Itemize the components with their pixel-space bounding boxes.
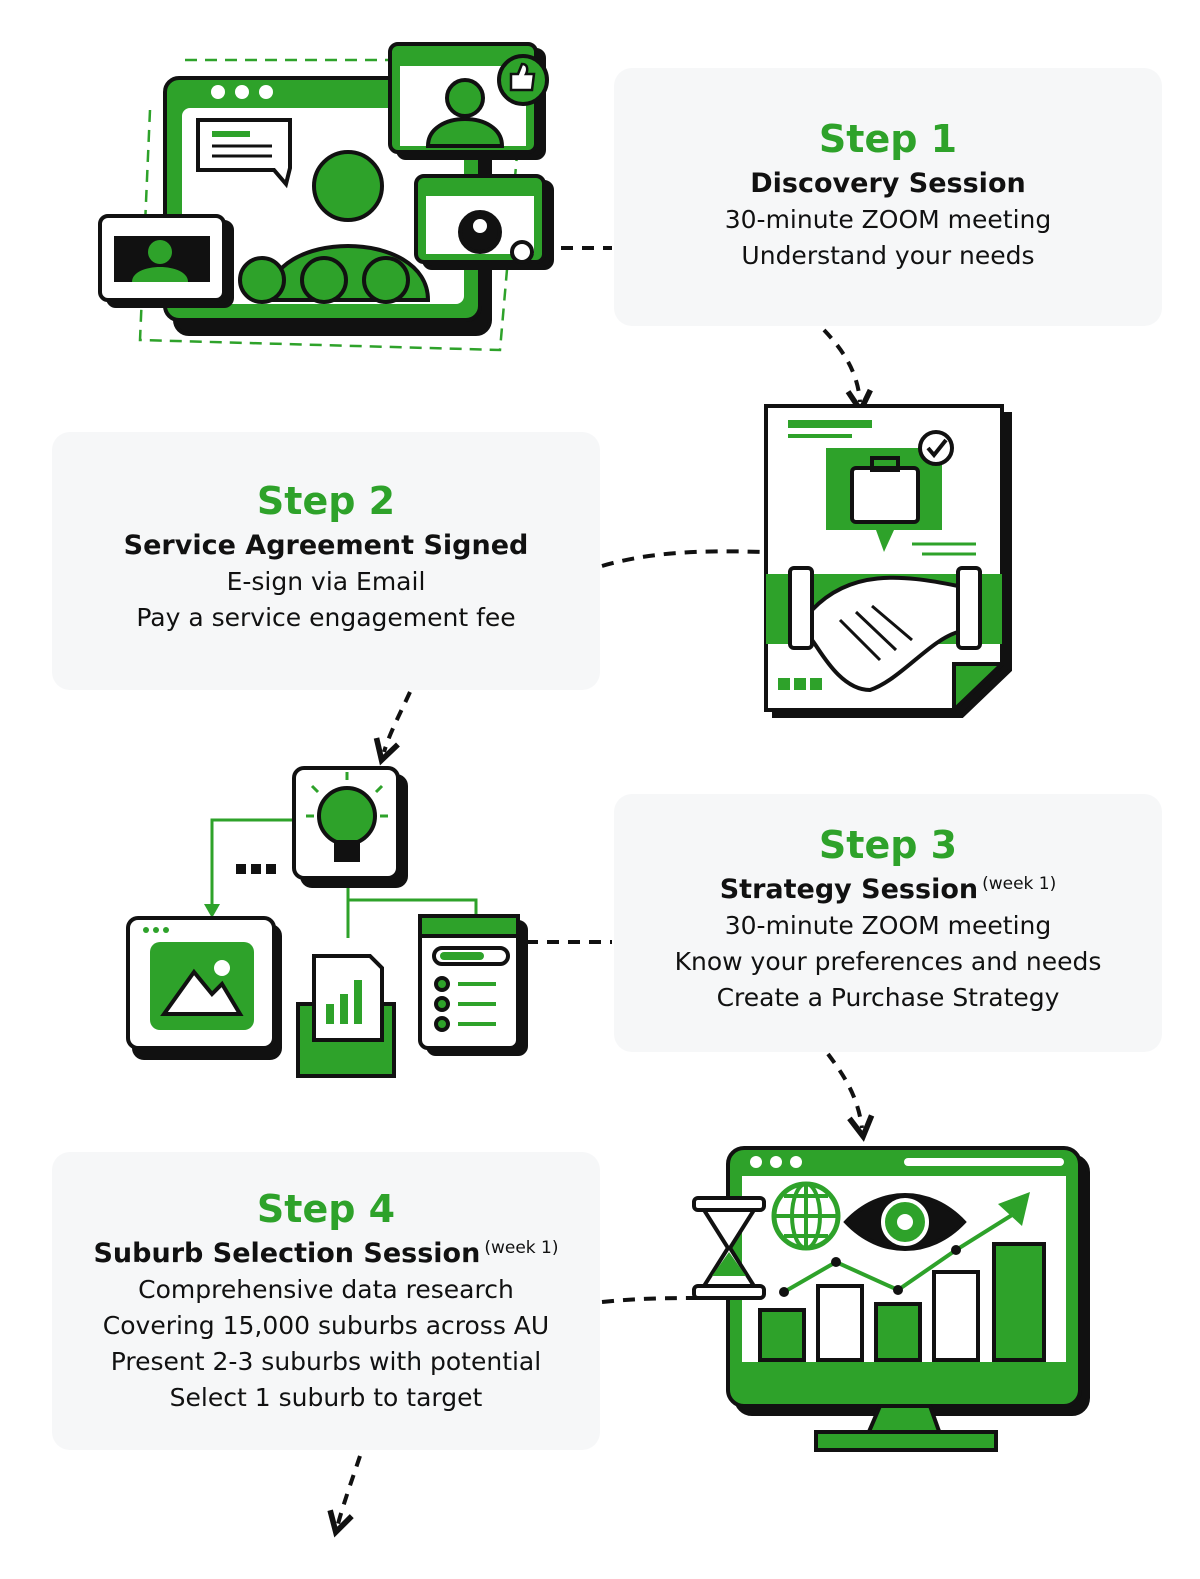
step-4-card: Step 4 Suburb Selection Session(week 1) …: [52, 1152, 600, 1450]
arrow-step2-to-step3: [384, 691, 412, 752]
step-timing-note: (week 1): [982, 874, 1057, 894]
step-timing-note: (week 1): [484, 1238, 559, 1258]
step-subtitle: Strategy Session(week 1): [614, 872, 1162, 908]
step-subtitle-text: Service Agreement Signed: [123, 530, 529, 561]
step-1-card: Step 1 Discovery Session 30-minute ZOOM …: [614, 68, 1162, 326]
step-subtitle-text: Strategy Session: [719, 874, 979, 905]
step-subtitle: Discovery Session: [614, 166, 1162, 202]
step-title: Step 3: [818, 823, 958, 867]
step-subtitle-text: Discovery Session: [750, 168, 1026, 199]
step-2-card: Step 2 Service Agreement Signed E-sign v…: [52, 432, 600, 690]
flow-arrows: [338, 328, 862, 1524]
step-detail: Understand your needs: [741, 241, 1035, 270]
video-call-icon: [98, 42, 554, 352]
step-title: Step 1: [818, 117, 958, 161]
step-subtitle: Service Agreement Signed: [52, 528, 600, 564]
step-detail: 30-minute ZOOM meeting: [724, 205, 1052, 234]
step-detail: Know your preferences and needs: [674, 947, 1102, 976]
step-detail: Comprehensive data research: [138, 1275, 514, 1304]
data-analytics-monitor-icon: [692, 1146, 1090, 1452]
step-subtitle-text: Suburb Selection Session: [93, 1238, 481, 1269]
arrow-step3-to-step4: [826, 1052, 862, 1128]
step-title: Step 4: [256, 1187, 396, 1231]
connector-lines: [526, 246, 765, 1304]
step-detail: Pay a service engagement fee: [136, 603, 516, 632]
step-title: Step 2: [256, 479, 396, 523]
step-detail: 30-minute ZOOM meeting: [724, 911, 1052, 940]
arrow-step4-next: [338, 1455, 362, 1524]
step-subtitle: Suburb Selection Session(week 1): [52, 1236, 600, 1272]
step-3-card: Step 3 Strategy Session(week 1) 30-minut…: [614, 794, 1162, 1052]
arrow-step1-to-step2: [822, 328, 860, 402]
connector-step2: [601, 549, 765, 568]
step-detail: Covering 15,000 suburbs across AU: [102, 1311, 550, 1340]
step-detail: Present 2-3 suburbs with potential: [110, 1347, 542, 1376]
strategy-ideas-icon: [126, 766, 528, 1078]
step-detail: Create a Purchase Strategy: [716, 983, 1060, 1012]
connector-step4: [601, 1296, 701, 1304]
handshake-agreement-icon: [764, 404, 1012, 718]
step-detail: Select 1 suburb to target: [169, 1383, 483, 1412]
step-detail: E-sign via Email: [226, 567, 426, 596]
